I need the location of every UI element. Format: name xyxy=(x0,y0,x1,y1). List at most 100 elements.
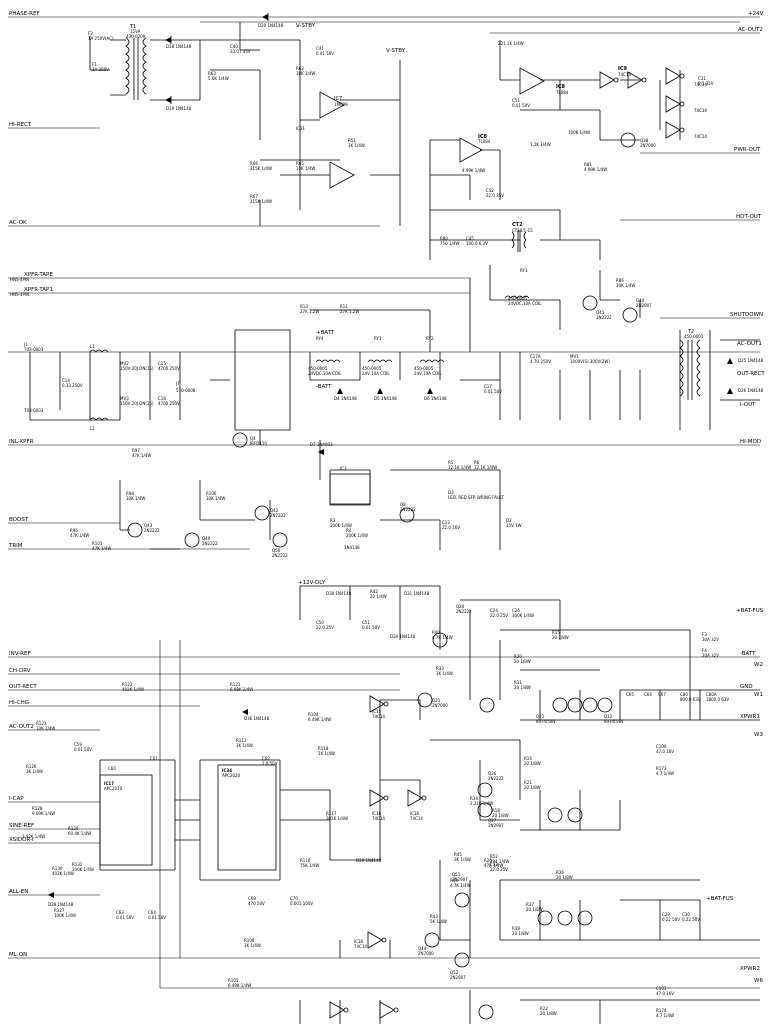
label-mv3: MV3 xyxy=(120,396,129,401)
label-q44-part: 2N7000 xyxy=(418,951,434,956)
label-r20: R20 xyxy=(514,654,522,659)
label-r117: R117 xyxy=(326,811,337,816)
label-c65: C65 xyxy=(626,692,634,697)
label-r51-val: 1K 1/4W xyxy=(348,143,365,148)
label-r6-val: 12.1K 1/4W xyxy=(474,465,497,470)
label-c30: C30 xyxy=(682,912,690,917)
label-ic8b-part: TL084 xyxy=(477,139,491,144)
transistor-q4 xyxy=(232,432,248,448)
net-out-rect-2: OUT-RECT xyxy=(9,684,37,690)
label-d31: D31 1N4148 xyxy=(404,591,430,596)
label-t2: T2 xyxy=(687,329,694,335)
label-r116-val: 75K 1/4W xyxy=(300,863,319,868)
net-sine-ref: SINE-REF xyxy=(9,823,34,829)
component-labels: T1 15VA 430-0200 F2 1A 250V(AC) F1 1A 25… xyxy=(10,23,764,1018)
net-12v-dly: +12V-DLY xyxy=(298,580,326,586)
label-r4-val: 200K 1/4W xyxy=(346,533,368,538)
gate-ic16b xyxy=(407,789,427,807)
gate-ic16a xyxy=(369,789,389,807)
label-c80a: C80A xyxy=(706,692,717,697)
opamp-ic7b xyxy=(329,161,355,189)
net-v-stby-1: V-STBY xyxy=(296,23,316,29)
label-c70-val: 0.001 100V xyxy=(290,901,313,906)
label-q4-part: IRFD110 xyxy=(250,441,267,446)
label-c26: C26 xyxy=(512,608,520,613)
label-r105-val: 6.49K 1/4W xyxy=(228,983,251,988)
label-c52-val: 22.0 35V xyxy=(486,193,504,198)
label-f2-spec: 1A 250V(AC) xyxy=(88,36,114,41)
label-r40-val: 4.7K 1/4W xyxy=(432,635,453,640)
net-hi-chg: HI-CHG xyxy=(9,700,29,706)
label-r108-val: 1K 1/4W xyxy=(244,943,261,948)
label-r101-val: 47K 1/4W xyxy=(92,546,111,551)
label-d20: D20 1N4148 xyxy=(258,23,284,28)
label-c51: C51 xyxy=(512,98,520,103)
label-ry1-part: 450-0005 xyxy=(362,366,382,371)
label-r3: R3 xyxy=(330,518,336,523)
label-c51b-val: 0.01 50V xyxy=(362,625,380,630)
label-r34-val: 3.21K 1/4W xyxy=(470,801,493,806)
label-ct2: CT2 xyxy=(512,222,523,228)
net-xpfr-tape: XPFR-TAPE xyxy=(24,272,53,278)
label-r36: R36 xyxy=(556,870,564,875)
label-c45-val: 100.0 6.3V xyxy=(466,241,488,246)
label-r118-val: 1K 1/4W xyxy=(318,751,335,756)
label-r13-val: 27K 1.2W xyxy=(300,309,319,314)
label-ic3: IC3 xyxy=(340,466,347,471)
label-r116: R116 xyxy=(300,858,311,863)
transistor-q40b xyxy=(184,532,200,548)
diode-d36 xyxy=(242,709,248,715)
label-d1: 1N4148 xyxy=(344,545,360,550)
label-r86-val: 10K 1/4W xyxy=(616,283,635,288)
net-w1: W1 xyxy=(754,692,763,698)
label-d30: D30 1N4148 xyxy=(326,591,352,596)
net-xpwr1: XPWR1 xyxy=(740,714,760,720)
label-c13: C13 xyxy=(442,520,450,525)
relay-ry4 xyxy=(315,359,341,363)
label-q26: Q26 xyxy=(488,771,497,776)
label-q40-part: 2N2907 xyxy=(636,303,652,308)
transformer-t1 xyxy=(125,37,147,100)
transistor-q51 xyxy=(454,892,470,908)
label-r108: R108 xyxy=(244,938,255,943)
label-j2: 703-0003 xyxy=(24,408,44,413)
label-q4: Q4 xyxy=(250,436,256,441)
wires xyxy=(8,16,760,1024)
net-pwr-out: PWR-OUT xyxy=(734,147,761,153)
label-ic8-part: TL084 xyxy=(555,90,569,95)
label-ic17: IC17 xyxy=(104,781,114,786)
label-ry3-part: 450-0005 xyxy=(508,296,528,301)
label-r43-val: 5K 1/4W xyxy=(430,919,447,924)
label-c24-val: 22.0 25V xyxy=(490,613,508,618)
label-c63: C63 xyxy=(116,910,124,915)
relay-ry1 xyxy=(367,359,393,363)
transistor-q26 xyxy=(477,782,493,798)
label-c17a-val: 4.7U 250V xyxy=(530,359,551,364)
label-c70: C70 xyxy=(290,896,298,901)
label-r77: 4.99K 1/4W xyxy=(462,168,485,173)
label-r120-val: 60.4K 1/4W xyxy=(68,831,91,836)
label-q42-part: 2N2222 xyxy=(270,513,286,518)
transformer-t2 xyxy=(679,339,701,400)
label-r37-val: 20 1/8W xyxy=(526,907,543,912)
net-hot-out: HOT-OUT xyxy=(736,214,762,220)
label-r65: R65 xyxy=(296,161,304,166)
label-j3: HNS-4PIN xyxy=(10,277,29,282)
label-c69-val: 470 50V xyxy=(248,901,265,906)
label-q8: Q8 xyxy=(400,502,406,507)
label-r96: R96 xyxy=(70,528,78,533)
label-q41-part: 2N2222 xyxy=(596,315,612,320)
net-bat-fus-2: +BAT-FUS xyxy=(706,896,734,902)
transistor-q27 xyxy=(477,802,493,818)
label-r98: R98 xyxy=(126,491,134,496)
label-r66-val: 215K 1/4W xyxy=(250,166,272,171)
label-j7-part: 570-0008 xyxy=(176,388,196,393)
label-r45-val: 3K 1/4W xyxy=(454,857,471,862)
label-c50b-val: 22.0 25V xyxy=(316,625,334,630)
label-r37: R37 xyxy=(526,902,534,907)
label-r42: R42 xyxy=(370,589,378,594)
label-f1-spec: 1A 250V xyxy=(92,67,109,72)
label-c59: C59 xyxy=(74,742,82,747)
label-ic15: IC15 xyxy=(372,709,382,714)
label-r33: R33 xyxy=(436,666,444,671)
